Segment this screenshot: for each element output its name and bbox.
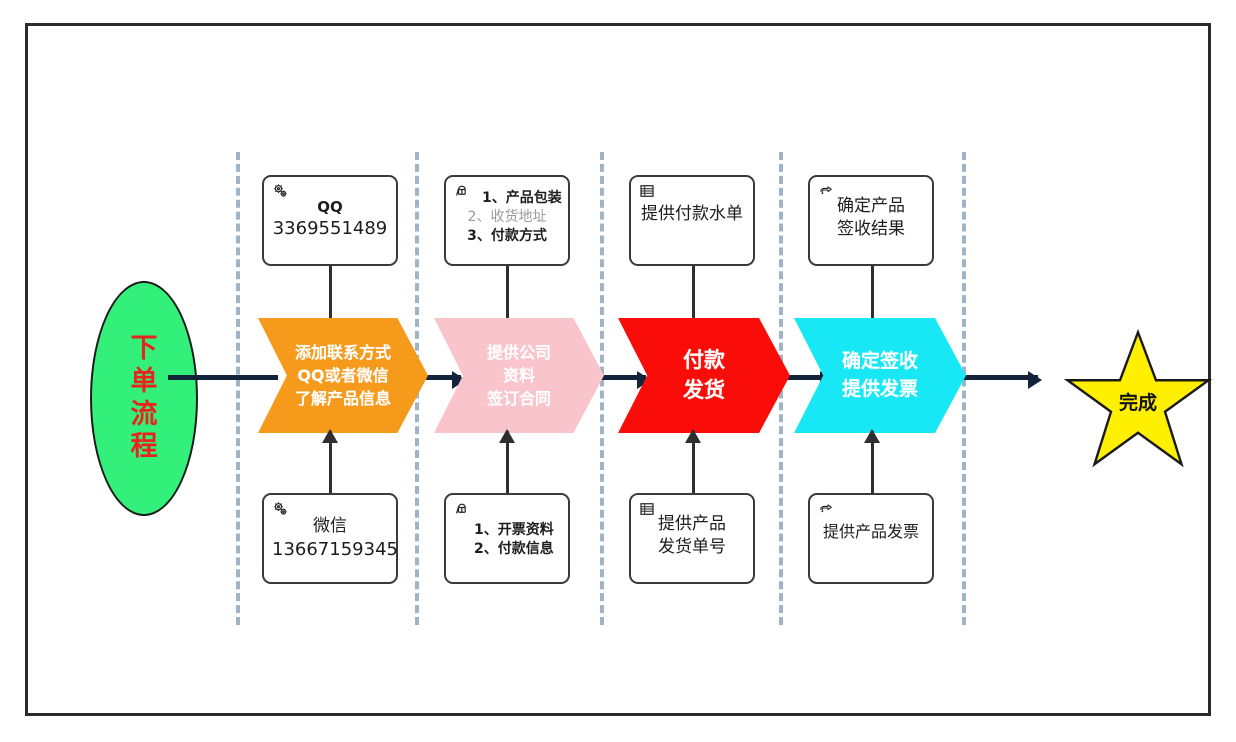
connector-note1bottom-to-process1 (329, 431, 332, 493)
note-lane4-top[interactable]: 确定产品 签收结果 (808, 175, 934, 266)
note-line: 1、开票资料 (474, 522, 554, 538)
note-line: QQ (317, 198, 343, 216)
note-line: 微信 (313, 516, 347, 536)
note-line: 3、付款方式 (467, 227, 547, 244)
process-lane1-label: 添加联系方式 QQ或者微信 了解产品信息 (295, 341, 391, 411)
process-lane1[interactable]: 添加联系方式 QQ或者微信 了解产品信息 (258, 318, 428, 433)
arrowhead-process3-bottom (685, 429, 701, 443)
process-line: 发货 (683, 377, 725, 402)
process-lane3-label: 付款 发货 (683, 346, 725, 405)
connector-note4bottom-to-process4 (871, 431, 874, 493)
process-line: 资料 (502, 365, 535, 385)
note-line: 2、付款信息 (474, 540, 554, 557)
lane-divider-5 (962, 152, 966, 625)
note-line: 发货单号 (658, 536, 726, 557)
process-line: 了解产品信息 (294, 389, 391, 409)
connector-lane3-to-lane4 (759, 375, 829, 380)
person-icon (453, 182, 473, 202)
note-lane4-bottom[interactable]: 提供产品发票 (808, 493, 934, 584)
note-line: 签收结果 (837, 218, 905, 239)
pointing-hand-icon (817, 182, 837, 202)
connector-note2bottom-to-process2 (506, 431, 509, 493)
start-node-label: 下单流程 (130, 332, 158, 463)
start-node[interactable]: 下单流程 (90, 281, 198, 516)
connector-note2top-to-process2 (506, 266, 509, 324)
note-line: 提供付款水单 (641, 204, 743, 224)
note-lane2-bottom[interactable]: 1、开票资料 2、付款信息 (444, 493, 570, 584)
note-line: 确定产品 (837, 196, 905, 216)
process-line: 签订合同 (486, 389, 551, 409)
list-icon (638, 182, 658, 202)
note-line: 13667159345 (272, 538, 398, 560)
connector-lane2-to-lane3 (576, 375, 646, 380)
diagram-frame: 下单流程 QQ (25, 23, 1213, 716)
note-lane1-bottom[interactable]: 微信 13667159345 (262, 493, 398, 584)
connector-note3top-to-process3 (692, 266, 695, 324)
connector-lane4-to-finish (943, 375, 1038, 380)
note-line: 提供产品 (658, 514, 726, 534)
pointing-hand-icon (817, 500, 837, 520)
process-line: 提供发票 (841, 377, 918, 400)
finish-node[interactable]: 完成 (1063, 328, 1213, 472)
arrowhead-process2-bottom (499, 429, 515, 443)
person-icon (453, 500, 473, 520)
process-lane2-label: 提供公司 资料 签订合同 (487, 341, 551, 411)
note-line: 提供产品发票 (822, 522, 919, 541)
process-line: 付款 (683, 348, 725, 373)
arrowhead-process1-bottom (322, 429, 338, 443)
note-line: 2、收货地址 (467, 208, 547, 225)
gears-icon (271, 182, 291, 202)
process-line: 提供公司 (486, 342, 551, 362)
process-line: 确定签收 (841, 349, 918, 372)
note-lane3-bottom[interactable]: 提供产品 发货单号 (629, 493, 755, 584)
arrowhead-process4-bottom (864, 429, 880, 443)
connector-note4top-to-process4 (871, 266, 874, 324)
note-line: 3369551489 (272, 218, 388, 240)
note-line: 1、产品包装 (482, 190, 562, 206)
note-lane3-top[interactable]: 提供付款水单 (629, 175, 755, 266)
gears-icon (271, 500, 291, 520)
connector-note3bottom-to-process3 (692, 431, 695, 493)
lane-divider-3 (600, 152, 604, 625)
arrowhead-finish (1028, 371, 1042, 389)
lane-divider-1 (236, 152, 240, 625)
connector-start-to-lane1 (168, 375, 278, 380)
list-icon (638, 500, 658, 520)
note-lane1-top[interactable]: QQ 3369551489 (262, 175, 398, 266)
note-lane2-top[interactable]: 1、产品包装 2、收货地址 3、付款方式 (444, 175, 570, 266)
process-line: 添加联系方式 (294, 342, 391, 362)
process-line: QQ或者微信 (297, 365, 389, 385)
connector-note1top-to-process1 (329, 266, 332, 324)
process-lane4-label: 确定签收 提供发票 (842, 348, 918, 403)
